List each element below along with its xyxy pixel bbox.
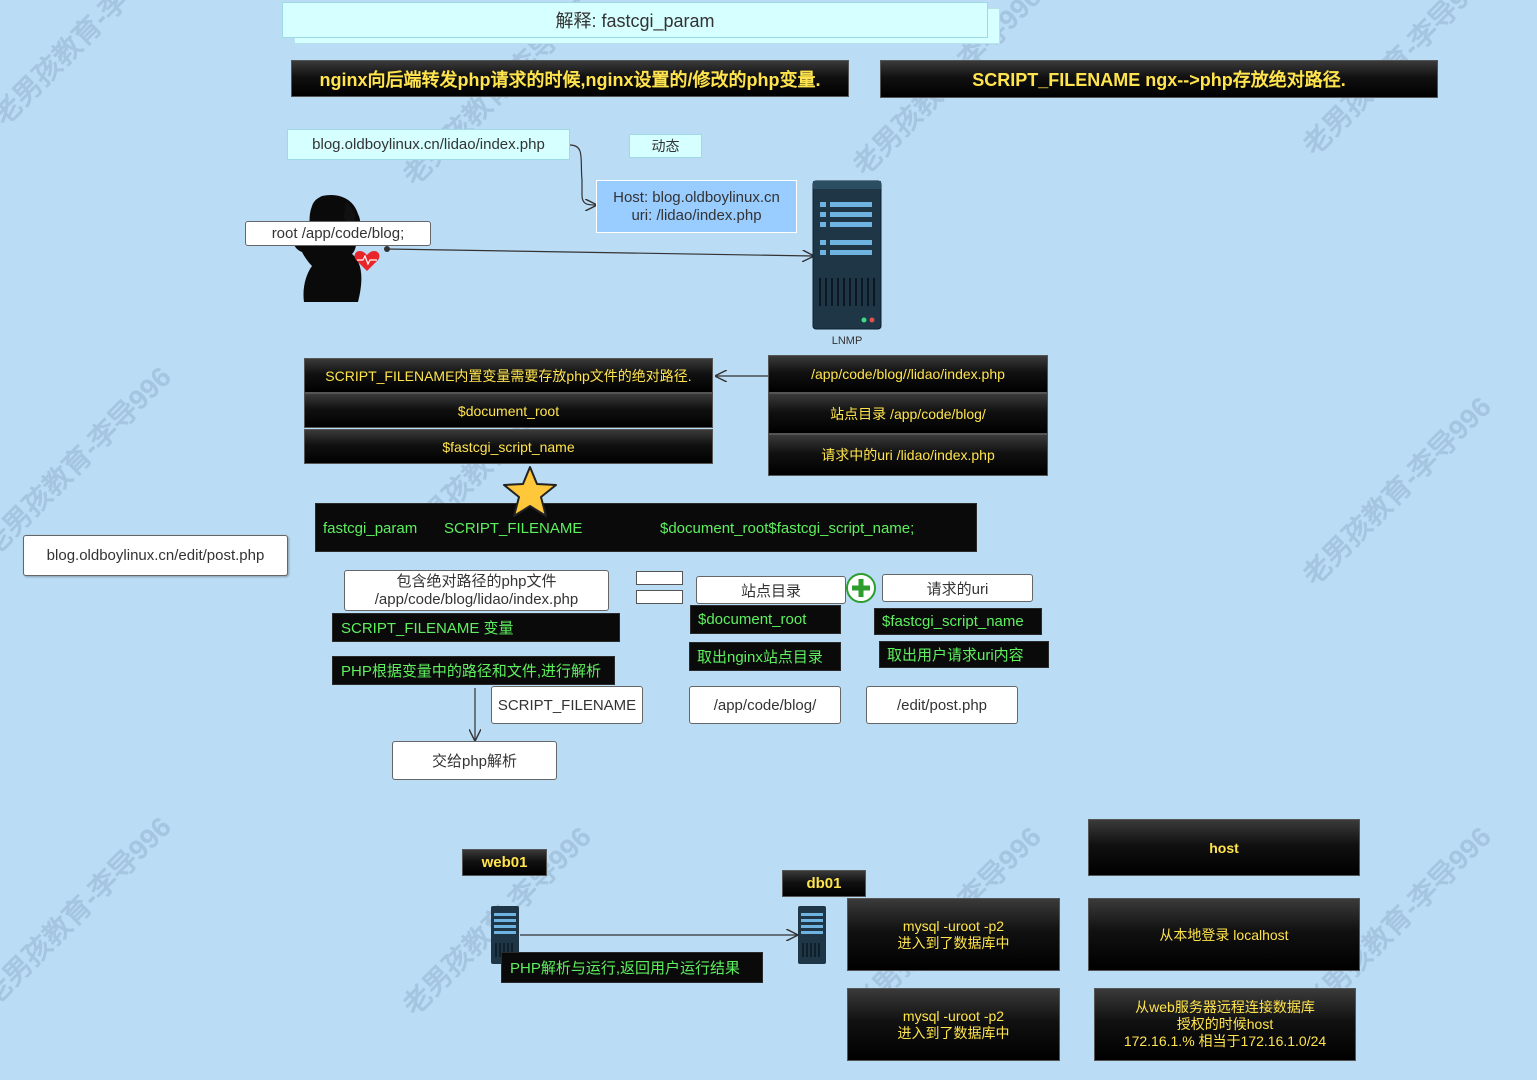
localhost-box: 从本地登录 localhost <box>1088 898 1360 971</box>
mysql-box-2-cmd: mysql -uroot -p2 <box>902 1007 1005 1024</box>
to-php-text: 交给php解析 <box>431 753 518 770</box>
edit-path-box: /edit/post.php <box>866 686 1018 724</box>
arrow-url-to-host <box>569 144 596 205</box>
doc-root-var: $document_root <box>690 605 841 634</box>
fastcgi-script-name-row: $fastcgi_script_name <box>304 429 713 464</box>
root-label-text: root /app/code/blog; <box>271 225 405 242</box>
document-root-row-text: $document_root <box>457 402 560 419</box>
plus-icon <box>846 573 876 603</box>
script-filename-plain-text: SCRIPT_FILENAME <box>497 696 637 714</box>
mysql-box-2: mysql -uroot -p2 进入到了数据库中 <box>847 988 1060 1061</box>
remote-box: 从web服务器远程连接数据库 授权的时候host 172.16.1.% 相当于1… <box>1094 988 1356 1061</box>
fastcgi-param-keyword: fastcgi_param <box>323 520 418 537</box>
url-left-box: blog.oldboylinux.cn/edit/post.php <box>23 535 288 576</box>
localhost-text: 从本地登录 localhost <box>1159 926 1289 943</box>
arrow-user-to-server <box>386 248 813 256</box>
mysql-box-1-desc: 进入到了数据库中 <box>897 934 1010 951</box>
php-parse-box: PHP根据变量中的路径和文件,进行解析 <box>332 656 615 685</box>
script-filename-header-text: SCRIPT_FILENAME内置变量需要存放php文件的绝对路径. <box>325 367 692 384</box>
banner-left: nginx向后端转发php请求的时候,nginx设置的/修改的php变量. <box>291 60 849 97</box>
request-uri-label-text: 请求的uri <box>926 580 989 598</box>
banner-right-text: SCRIPT_FILENAME ngx-->php存放绝对路径. <box>972 70 1346 90</box>
fastcgi-param-name: SCRIPT_FILENAME <box>444 520 583 537</box>
user-silhouette-icon <box>293 194 362 302</box>
php-file-title: 包含绝对路径的php文件 <box>396 572 557 590</box>
page-title: 解释: fastcgi_param <box>282 2 988 38</box>
db01-server-icon <box>798 906 826 964</box>
banner-right: SCRIPT_FILENAME ngx-->php存放绝对路径. <box>880 60 1438 98</box>
page-title-text: 解释: fastcgi_param <box>555 11 715 31</box>
url-left-text: blog.oldboylinux.cn/edit/post.php <box>46 547 265 564</box>
mysql-box-1-cmd: mysql -uroot -p2 <box>902 917 1005 934</box>
url-top-box: blog.oldboylinux.cn/lidao/index.php <box>287 129 570 160</box>
server-label: LNMP <box>831 335 863 347</box>
fastcgi-param-line: fastcgi_param SCRIPT_FILENAME $document_… <box>315 503 977 552</box>
remote-line-2: 授权的时候host <box>1176 1016 1274 1033</box>
app-path-box: /app/code/blog/ <box>689 686 841 724</box>
php-parse-text: PHP根据变量中的路径和文件,进行解析 <box>341 663 602 680</box>
remote-line-3: 172.16.1.% 相当于172.16.1.0/24 <box>1123 1032 1327 1049</box>
get-site-dir-box: 取出nginx站点目录 <box>689 642 841 671</box>
host-line: Host: blog.oldboylinux.cn <box>613 188 780 206</box>
doc-root-var-text: $document_root <box>698 611 807 628</box>
script-var-box: SCRIPT_FILENAME 变量 <box>332 613 620 642</box>
server-icon <box>812 180 882 330</box>
fastcgi-script-name-row-text: $fastcgi_script_name <box>442 438 575 455</box>
site-dir-row-text: 站点目录 /app/code/blog/ <box>830 405 986 422</box>
arrow-origin-dot <box>384 246 390 252</box>
to-php-box: 交给php解析 <box>392 741 557 780</box>
script-name-var: $fastcgi_script_name <box>874 608 1042 635</box>
php-file-path: /app/code/blog/lidao/index.php <box>374 590 579 608</box>
web01-label: web01 <box>462 849 547 876</box>
full-path-row-text: /app/code/blog//lidao/index.php <box>811 366 1005 382</box>
star-icon <box>503 466 557 517</box>
remote-line-1: 从web服务器远程连接数据库 <box>1135 999 1315 1016</box>
app-path-text: /app/code/blog/ <box>713 696 817 714</box>
web01-server-icon <box>491 906 519 964</box>
equals-bar-top <box>636 571 683 585</box>
dynamic-label: 动态 <box>629 134 702 158</box>
host-header-box: host <box>1088 819 1360 876</box>
root-label: root /app/code/blog; <box>245 221 431 246</box>
request-uri-row-text: 请求中的uri /lidao/index.php <box>821 447 995 463</box>
get-uri-text: 取出用户请求uri内容 <box>887 647 1024 664</box>
host-header-text: host <box>1209 839 1239 856</box>
site-dir-row: 站点目录 /app/code/blog/ <box>768 393 1048 434</box>
get-uri-box: 取出用户请求uri内容 <box>879 641 1049 668</box>
site-dir-label-text: 站点目录 <box>740 582 801 600</box>
php-file-box: 包含绝对路径的php文件 /app/code/blog/lidao/index.… <box>344 570 609 611</box>
script-name-var-text: $fastcgi_script_name <box>882 613 1024 630</box>
equals-bar-bottom <box>636 590 683 604</box>
script-filename-header: SCRIPT_FILENAME内置变量需要存放php文件的绝对路径. <box>304 358 713 393</box>
get-site-dir-text: 取出nginx站点目录 <box>697 649 823 666</box>
site-dir-label: 站点目录 <box>696 576 846 604</box>
php-run-box: PHP解析与运行,返回用户运行结果 <box>501 952 763 983</box>
fastcgi-param-value: $document_root$fastcgi_script_name; <box>660 520 915 537</box>
web01-label-text: web01 <box>481 854 528 871</box>
script-var-text: SCRIPT_FILENAME 变量 <box>341 620 514 637</box>
request-uri-row: 请求中的uri /lidao/index.php <box>768 434 1048 476</box>
request-uri-label: 请求的uri <box>882 574 1033 602</box>
edit-path-text: /edit/post.php <box>896 696 988 714</box>
dynamic-label-text: 动态 <box>651 138 680 154</box>
url-top-text: blog.oldboylinux.cn/lidao/index.php <box>312 136 545 153</box>
script-filename-plain-box: SCRIPT_FILENAME <box>491 686 643 724</box>
db01-label: db01 <box>782 870 866 897</box>
host-info-box: Host: blog.oldboylinux.cn uri: /lidao/in… <box>596 180 797 233</box>
document-root-row: $document_root <box>304 393 713 428</box>
banner-left-text: nginx向后端转发php请求的时候,nginx设置的/修改的php变量. <box>319 69 821 90</box>
mysql-box-1: mysql -uroot -p2 进入到了数据库中 <box>847 898 1060 971</box>
uri-line: uri: /lidao/index.php <box>631 206 762 224</box>
php-run-text: PHP解析与运行,返回用户运行结果 <box>510 960 741 977</box>
mysql-box-2-desc: 进入到了数据库中 <box>897 1024 1010 1041</box>
heart-icon <box>354 251 380 271</box>
db01-label-text: db01 <box>806 875 842 892</box>
full-path-row: /app/code/blog//lidao/index.php <box>768 355 1048 393</box>
